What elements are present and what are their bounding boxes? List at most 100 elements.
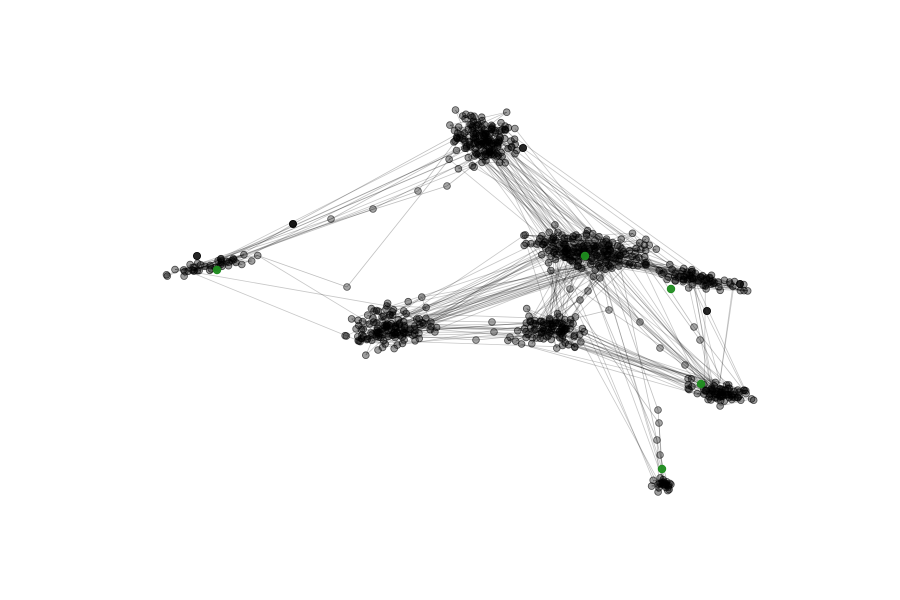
network-node bbox=[487, 139, 496, 148]
network-edge bbox=[703, 286, 706, 395]
network-edge bbox=[376, 256, 613, 324]
network-edge bbox=[517, 321, 531, 332]
network-edge bbox=[481, 162, 568, 249]
network-edge bbox=[430, 261, 606, 323]
network-node bbox=[414, 187, 422, 195]
network-edge bbox=[550, 270, 733, 395]
network-edge bbox=[500, 152, 569, 251]
network-edge bbox=[507, 148, 577, 258]
network-edge bbox=[594, 251, 713, 390]
network-node bbox=[633, 261, 642, 270]
network-edge bbox=[611, 256, 724, 397]
network-node bbox=[656, 451, 664, 459]
highlighted-node bbox=[666, 284, 676, 294]
network-edge bbox=[221, 190, 419, 263]
network-node bbox=[647, 482, 656, 490]
network-node bbox=[653, 436, 661, 444]
network-edge bbox=[536, 233, 587, 245]
highlighted-nodes-layer bbox=[212, 251, 706, 474]
network-node bbox=[577, 338, 585, 346]
network-node bbox=[706, 273, 714, 282]
network-node bbox=[720, 276, 729, 285]
network-edge bbox=[414, 254, 542, 335]
network-edge bbox=[382, 327, 543, 330]
network-node bbox=[551, 221, 559, 229]
network-edge bbox=[683, 279, 693, 286]
network-node bbox=[373, 324, 382, 333]
network-edge bbox=[351, 248, 567, 320]
network-edge bbox=[611, 242, 640, 264]
network-edge bbox=[686, 273, 721, 291]
network-edge bbox=[233, 255, 258, 259]
network-node bbox=[478, 158, 486, 167]
network-node bbox=[519, 143, 528, 152]
network-node bbox=[184, 267, 193, 276]
network-node bbox=[566, 285, 574, 293]
network-node bbox=[479, 131, 488, 140]
network-edge bbox=[594, 245, 664, 480]
network-edge bbox=[565, 342, 713, 392]
network-edge bbox=[558, 322, 689, 386]
network-edge bbox=[563, 243, 647, 266]
network-edge bbox=[495, 132, 591, 265]
highlighted-node bbox=[657, 464, 667, 474]
network-node bbox=[640, 252, 649, 261]
network-node bbox=[369, 318, 378, 326]
network-node bbox=[390, 344, 399, 353]
network-node bbox=[665, 260, 674, 269]
network-edge bbox=[402, 328, 571, 344]
network-edge bbox=[398, 260, 607, 321]
network-node bbox=[383, 299, 392, 308]
network-edge bbox=[556, 245, 610, 349]
network-edge bbox=[548, 238, 565, 330]
network-node bbox=[697, 273, 705, 282]
network-node bbox=[502, 108, 511, 116]
network-node bbox=[539, 318, 548, 327]
network-node bbox=[642, 235, 650, 244]
network-node bbox=[488, 146, 496, 155]
network-edge bbox=[590, 242, 604, 265]
network-edge bbox=[690, 271, 724, 395]
network-edge bbox=[688, 287, 748, 292]
network-node bbox=[353, 332, 362, 341]
network-edge bbox=[361, 253, 626, 335]
network-node bbox=[600, 247, 609, 256]
network-edge bbox=[371, 339, 386, 345]
network-node bbox=[374, 328, 383, 336]
network-node bbox=[684, 381, 693, 389]
network-edge bbox=[538, 237, 579, 243]
network-edge bbox=[188, 270, 387, 307]
network-node bbox=[400, 324, 409, 332]
network-node bbox=[224, 261, 233, 270]
network-node bbox=[605, 306, 613, 314]
network-node bbox=[379, 312, 388, 321]
network-edge bbox=[346, 296, 422, 337]
network-edge bbox=[689, 275, 694, 280]
network-node bbox=[418, 318, 427, 327]
network-node bbox=[595, 232, 603, 241]
network-node bbox=[427, 318, 435, 326]
network-node bbox=[415, 329, 423, 337]
network-edge bbox=[456, 125, 506, 138]
network-edge bbox=[475, 152, 568, 249]
network-edge bbox=[458, 156, 498, 170]
network-node bbox=[609, 248, 617, 256]
network-edge bbox=[457, 132, 563, 236]
network-edge bbox=[167, 262, 198, 277]
highlighted-node bbox=[580, 251, 590, 261]
network-edge bbox=[638, 257, 705, 395]
network-node bbox=[508, 143, 516, 151]
network-node bbox=[628, 252, 636, 261]
network-edge bbox=[645, 262, 684, 281]
network-edge bbox=[211, 160, 487, 270]
network-node bbox=[454, 165, 463, 173]
network-edge bbox=[738, 389, 745, 393]
network-node bbox=[524, 330, 532, 339]
network-edge bbox=[592, 233, 710, 279]
network-edge bbox=[188, 270, 360, 342]
highlighted-node bbox=[696, 379, 706, 389]
network-edge bbox=[235, 134, 484, 263]
network-edge bbox=[541, 254, 683, 272]
network-node bbox=[545, 228, 553, 237]
network-node bbox=[358, 317, 367, 326]
